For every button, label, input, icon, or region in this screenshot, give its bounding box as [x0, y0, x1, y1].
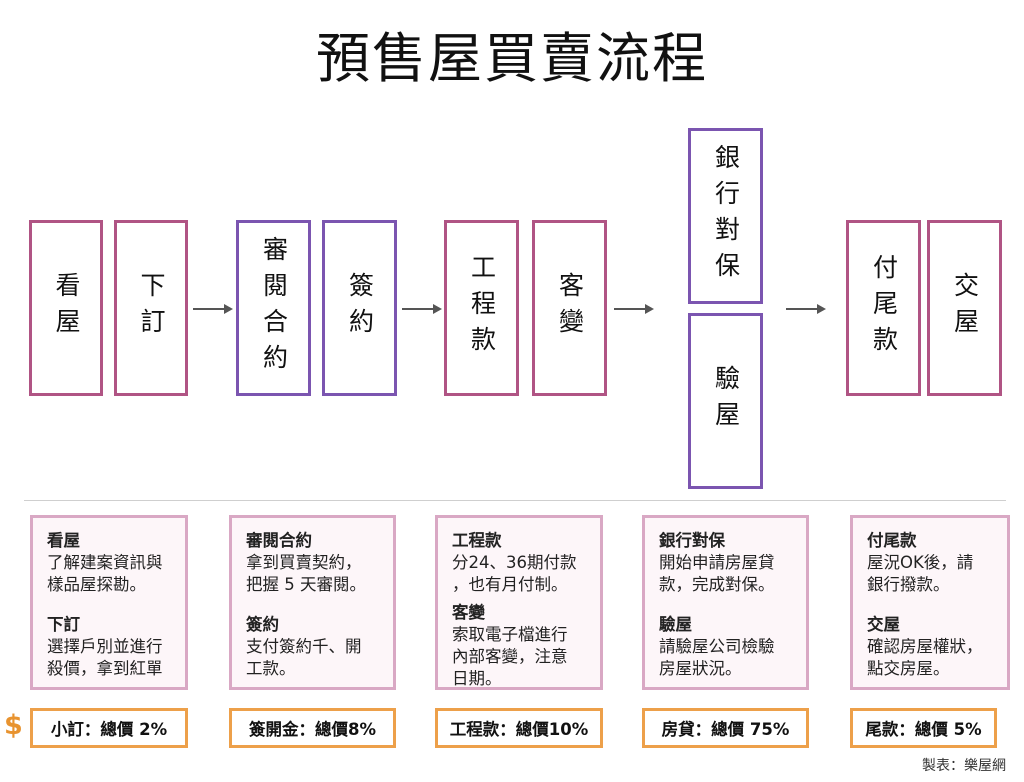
- payment-box-4: 房貸：總價 75%: [642, 708, 809, 748]
- step-label: 審閱合約: [259, 236, 289, 380]
- payment-box-1: 小訂：總價 2%: [30, 708, 188, 748]
- detail-heading: 工程款: [452, 531, 502, 550]
- step-box-deposit: 下訂: [114, 220, 188, 396]
- detail-box-5: 付尾款 屋況OK後，請 銀行撥款。 交屋 確認房屋權狀， 點交房屋。: [850, 515, 1010, 690]
- divider: [24, 500, 1006, 501]
- step-box-bank-verification: 銀行對保: [688, 128, 763, 304]
- step-box-house-inspection: 驗屋: [688, 313, 763, 489]
- step-label: 下訂: [137, 272, 166, 344]
- detail-body: 請驗屋公司檢驗 房屋狀況。: [659, 637, 775, 678]
- detail-body: 選擇戶別並進行 殺價，拿到紅單: [47, 637, 163, 678]
- detail-body: 拿到買賣契約， 把握 5 天審閱。: [246, 553, 366, 594]
- page-title: 預售屋買賣流程: [316, 27, 708, 90]
- step-box-construction-payment: 工程款: [444, 220, 519, 396]
- step-box-sign-contract: 簽約: [322, 220, 397, 396]
- detail-box-3: 工程款 分24、36期付款 ，也有月付制。 客變 索取電子檔進行 內部客變，注意…: [435, 515, 603, 690]
- detail-body: 開始申請房屋貸 款，完成對保。: [659, 553, 775, 594]
- dollar-icon: $: [4, 710, 23, 741]
- step-box-customization: 客變: [532, 220, 607, 396]
- detail-heading: 交屋: [867, 615, 900, 634]
- step-label: 工程款: [467, 254, 497, 362]
- arrow-right-icon: [402, 304, 442, 314]
- detail-heading: 看屋: [47, 531, 80, 550]
- detail-body: 索取電子檔進行 內部客變，注意 日期。: [452, 625, 568, 688]
- step-label: 付尾款: [869, 254, 899, 362]
- step-box-handover: 交屋: [927, 220, 1002, 396]
- detail-box-1: 看屋 了解建案資訊與 樣品屋探勘。 下訂 選擇戶別並進行 殺價，拿到紅單: [30, 515, 188, 690]
- step-box-final-payment: 付尾款: [846, 220, 921, 396]
- step-box-view-house: 看屋: [29, 220, 103, 396]
- detail-heading: 銀行對保: [659, 531, 725, 550]
- step-label: 看屋: [52, 272, 81, 344]
- step-label: 銀行對保: [711, 144, 741, 288]
- detail-heading: 驗屋: [659, 615, 692, 634]
- detail-heading: 簽約: [246, 615, 279, 634]
- detail-body: 分24、36期付款 ，也有月付制。: [452, 553, 577, 594]
- detail-box-4: 銀行對保 開始申請房屋貸 款，完成對保。 驗屋 請驗屋公司檢驗 房屋狀況。: [642, 515, 809, 690]
- detail-box-2: 審閱合約 拿到買賣契約， 把握 5 天審閱。 簽約 支付簽約千、開 工款。: [229, 515, 396, 690]
- payment-box-3: 工程款：總價10%: [435, 708, 603, 748]
- detail-heading: 審閱合約: [246, 531, 312, 550]
- detail-heading: 客變: [452, 603, 485, 622]
- arrow-right-icon: [786, 304, 826, 314]
- detail-body: 確認房屋權狀， 點交房屋。: [867, 637, 983, 678]
- step-label: 驗屋: [711, 365, 741, 437]
- detail-body: 了解建案資訊與 樣品屋探勘。: [47, 553, 163, 594]
- detail-body: 屋況OK後，請 銀行撥款。: [867, 553, 974, 594]
- detail-heading: 下訂: [47, 615, 80, 634]
- arrow-right-icon: [193, 304, 233, 314]
- step-label: 客變: [555, 272, 585, 344]
- payment-box-2: 簽開金：總價8%: [229, 708, 396, 748]
- detail-body: 支付簽約千、開 工款。: [246, 637, 362, 678]
- detail-heading: 付尾款: [867, 531, 917, 550]
- step-label: 簽約: [345, 272, 375, 344]
- step-box-review-contract: 審閱合約: [236, 220, 311, 396]
- step-label: 交屋: [950, 272, 980, 344]
- payment-box-5: 尾款：總價 5%: [850, 708, 997, 748]
- credit-text: 製表：樂屋網: [922, 758, 1006, 774]
- arrow-right-icon: [614, 304, 654, 314]
